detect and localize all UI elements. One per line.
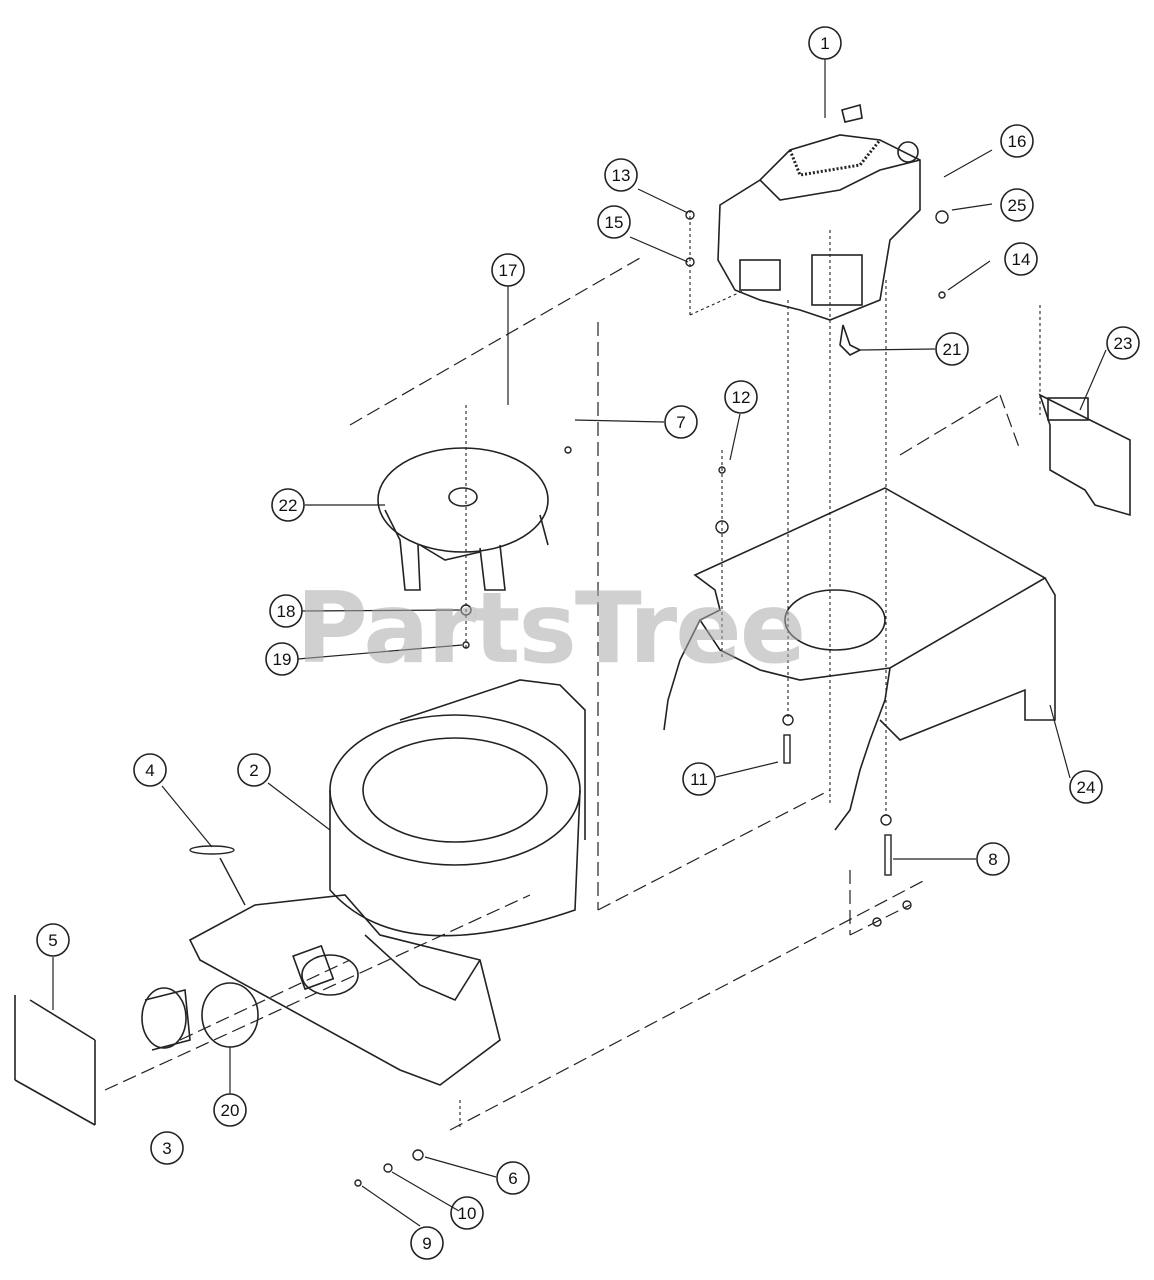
svg-text:10: 10 xyxy=(458,1204,477,1223)
callout-7: 7 xyxy=(664,405,698,439)
svg-text:23: 23 xyxy=(1114,334,1133,353)
svg-text:9: 9 xyxy=(422,1234,431,1253)
impeller-fan xyxy=(377,447,549,591)
svg-text:13: 13 xyxy=(612,166,631,185)
svg-text:21: 21 xyxy=(943,340,962,359)
svg-text:2: 2 xyxy=(249,761,258,780)
svg-text:15: 15 xyxy=(605,213,624,232)
callout-22: 22 xyxy=(271,488,305,522)
svg-text:6: 6 xyxy=(508,1169,517,1188)
callout-5: 5 xyxy=(36,923,70,957)
svg-text:20: 20 xyxy=(221,1101,240,1120)
svg-text:3: 3 xyxy=(162,1139,171,1158)
svg-text:12: 12 xyxy=(732,388,751,407)
svg-text:16: 16 xyxy=(1008,132,1027,151)
svg-text:5: 5 xyxy=(48,931,57,950)
callout-15: 15 xyxy=(597,205,631,239)
callout-6: 6 xyxy=(496,1161,530,1195)
svg-text:25: 25 xyxy=(1008,196,1027,215)
svg-text:4: 4 xyxy=(145,761,154,780)
callout-20: 20 xyxy=(213,1093,247,1127)
callout-21: 21 xyxy=(935,332,969,366)
callout-16: 16 xyxy=(1000,124,1034,158)
svg-text:18: 18 xyxy=(277,602,296,621)
callout-17: 17 xyxy=(491,253,525,287)
svg-text:8: 8 xyxy=(988,850,997,869)
hopper-bracket xyxy=(1038,393,1131,517)
svg-text:14: 14 xyxy=(1012,250,1031,269)
callout-9: 9 xyxy=(410,1226,444,1260)
engine xyxy=(717,103,921,356)
svg-text:11: 11 xyxy=(690,770,708,789)
callout-14: 14 xyxy=(1004,242,1038,276)
callout-1: 1 xyxy=(808,26,842,60)
callout-2: 2 xyxy=(237,753,271,787)
callout-11: 11 xyxy=(682,762,716,796)
callout-23: 23 xyxy=(1106,326,1140,360)
decal-panel xyxy=(14,995,96,1126)
svg-text:24: 24 xyxy=(1077,778,1096,797)
callout-12: 12 xyxy=(724,380,758,414)
callout-10: 10 xyxy=(450,1196,484,1230)
hardware xyxy=(189,210,949,1187)
frame-outline xyxy=(104,257,1021,1131)
clamp-and-cap xyxy=(141,982,259,1051)
callout-18: 18 xyxy=(269,594,303,628)
chassis-plate xyxy=(663,487,1056,831)
blower-housing xyxy=(188,679,586,1086)
callout-25: 25 xyxy=(1000,188,1034,222)
svg-text:17: 17 xyxy=(499,261,518,280)
svg-text:7: 7 xyxy=(676,413,685,432)
callout-3: 3 xyxy=(150,1131,184,1165)
svg-text:22: 22 xyxy=(279,496,298,515)
leader-lines xyxy=(52,59,1107,1227)
callout-4: 4 xyxy=(133,753,167,787)
svg-text:19: 19 xyxy=(273,650,292,669)
callout-13: 13 xyxy=(604,158,638,192)
callout-24: 24 xyxy=(1069,770,1103,804)
callout-19: 19 xyxy=(265,642,299,676)
svg-text:1: 1 xyxy=(820,34,829,53)
callout-8: 8 xyxy=(976,842,1010,876)
